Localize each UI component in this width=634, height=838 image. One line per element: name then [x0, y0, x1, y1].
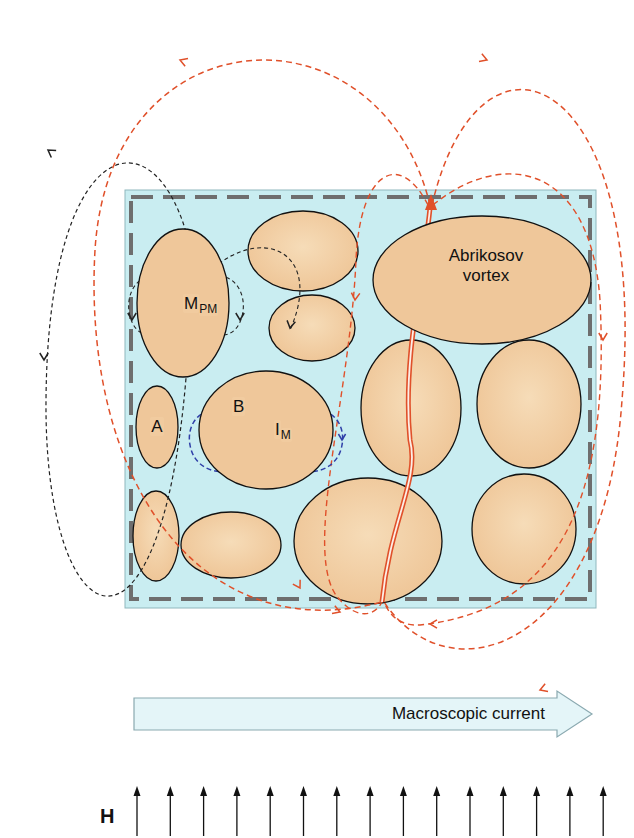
text-group: Macroscopic current [392, 704, 545, 724]
field-arrow [303, 792, 304, 836]
arrowhead [128, 313, 136, 320]
field-arrow [336, 792, 337, 836]
field-arrowhead [333, 786, 340, 796]
field-arrow [136, 792, 137, 836]
vortex-arrowhead [425, 194, 437, 210]
arrowhead [287, 320, 295, 328]
grain-label: A [150, 417, 163, 436]
field-arrowhead [600, 786, 607, 796]
field-arrowhead [134, 786, 141, 796]
arrowhead [540, 684, 548, 692]
field-arrowhead [267, 786, 274, 796]
vortex-field-line [94, 60, 430, 610]
field-arrowhead [400, 786, 407, 796]
moment-field-line [46, 163, 186, 596]
field-arrow [503, 792, 504, 836]
grain: MPM [136, 228, 230, 378]
arrowhead [332, 606, 340, 614]
field-label: H [100, 805, 114, 828]
field-arrow [469, 792, 470, 836]
field-arrow [236, 792, 237, 836]
grain: A [135, 385, 179, 469]
grain-label: I [274, 420, 281, 439]
field-arrow [603, 792, 604, 836]
text-group: A [150, 417, 163, 437]
field-arrowhead [200, 786, 207, 796]
subscript: M [281, 428, 292, 442]
arrowhead [236, 313, 244, 320]
field-arrowhead [233, 786, 240, 796]
grain: B IM [198, 370, 334, 490]
vortex-field-line [384, 90, 625, 649]
grain-label: M [183, 294, 199, 313]
arrowhead [40, 353, 48, 360]
field-arrowhead [533, 786, 540, 796]
grain-label: B [232, 397, 245, 416]
arrowhead [48, 150, 56, 157]
field-arrowhead [566, 786, 573, 796]
arrowhead [479, 54, 487, 62]
arrow-label: Macroscopic current [392, 704, 545, 723]
field-arrow [569, 792, 570, 836]
node-outline [198, 370, 334, 490]
field-arrow [403, 792, 404, 836]
arrowhead [599, 333, 607, 340]
field-arrow [203, 792, 204, 836]
field-arrowhead [367, 786, 374, 796]
grain-outline [199, 371, 333, 489]
field-arrowhead [433, 786, 440, 796]
arrowhead [351, 293, 359, 300]
field-arrow [536, 792, 537, 836]
arrowhead [430, 620, 437, 628]
arrowhead [338, 434, 345, 440]
arrowhead [180, 58, 188, 66]
field-arrowhead [500, 786, 507, 796]
text-group: B [232, 397, 245, 417]
arrowhead [293, 580, 300, 588]
grain-outline [136, 386, 178, 468]
field-arrow [270, 792, 271, 836]
grain-label: Abrikosov vortex [449, 246, 524, 285]
text-group: IM [274, 420, 292, 443]
current-arrow: Macroscopic current [133, 690, 593, 738]
grain: Abrikosov vortex [372, 215, 592, 345]
text-group: Abrikosov vortex [440, 246, 532, 285]
text-group: MPM [183, 294, 218, 317]
band-arrow [134, 691, 592, 737]
field-arrowhead [467, 786, 474, 796]
field-arrowhead [300, 786, 307, 796]
field-arrow [436, 792, 437, 836]
grain-outline [373, 216, 591, 344]
grain-outline [137, 229, 229, 377]
field-arrowhead [167, 786, 174, 796]
field-arrow [170, 792, 171, 836]
sample-ground [125, 190, 596, 608]
field-arrow [369, 792, 370, 836]
subscript: PM [199, 302, 218, 316]
